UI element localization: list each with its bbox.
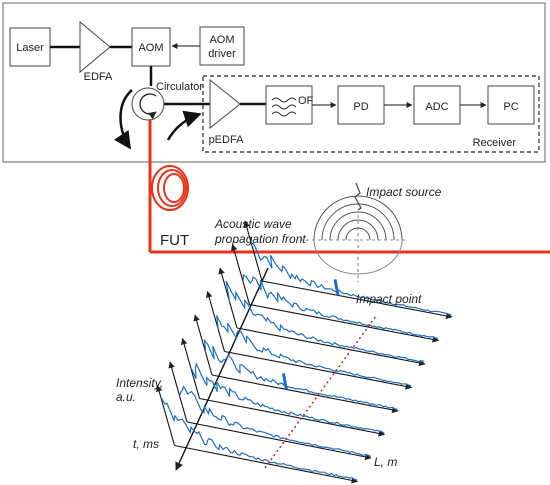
intensity-axis-6 (168, 361, 188, 423)
t-axis-line (175, 267, 269, 471)
impact-point-line (264, 315, 377, 469)
intensity-trace-1 (242, 273, 439, 340)
intensity-trace-6 (179, 385, 371, 457)
optical-filter-block: OF (265, 85, 314, 125)
length-axis-0 (261, 280, 453, 320)
lightning-icon (354, 182, 362, 211)
intensity-trace-7 (160, 397, 358, 481)
fut-label: FUT (160, 232, 189, 249)
impact-spike-4 (281, 373, 288, 390)
length-axis-6 (186, 421, 372, 461)
intensity-axis-3 (205, 290, 226, 352)
pc-label: PC (503, 101, 518, 113)
pd-block: PD (337, 85, 385, 125)
length-axis-7 (174, 444, 359, 484)
length-axis-3 (224, 350, 413, 390)
aom-label: AOM (138, 42, 163, 54)
adc-label: ADC (425, 101, 448, 113)
impact-point-label: Impact point (356, 292, 422, 306)
of-label: OF (298, 95, 314, 107)
intensity-trace-4 (203, 338, 398, 410)
pc-block: PC (487, 85, 535, 125)
acoustic-wave-front (300, 195, 408, 282)
circulator-return-arrow (166, 110, 202, 141)
intensity-label-1: Intensity, (116, 376, 163, 390)
intensity-trace-3 (216, 315, 412, 387)
t-axis-label: t, ms (133, 437, 159, 451)
aom-driver-label-1: AOM (209, 34, 234, 46)
receiver-label: Receiver (473, 137, 517, 149)
aom-driver-label-2: driver (208, 48, 236, 60)
setup-frame (2, 2, 546, 163)
intensity-trace-5 (190, 362, 385, 434)
adc-block: ADC (413, 85, 461, 125)
intensity-axis-1 (230, 243, 251, 305)
intensity-label-2: a.u. (116, 390, 136, 404)
laser-label: Laser (16, 42, 44, 54)
laser-block: Laser (9, 27, 51, 67)
intensity-axis-0 (243, 220, 263, 282)
circulator: Circulator (131, 81, 203, 121)
aom-block: AOM (131, 27, 171, 67)
aom-driver-block: AOM driver (199, 26, 245, 66)
length-axis-5 (199, 397, 386, 437)
waterfall-plot (155, 220, 453, 484)
impact-source: Impact source (354, 182, 442, 211)
length-axis-4 (211, 374, 399, 414)
intensity-axis-4 (193, 314, 213, 376)
circulator-rotation-arrow (139, 93, 157, 120)
pd-label: PD (353, 101, 368, 113)
filter-wave-icon (271, 97, 297, 117)
edfa-amplifier: EDFA (79, 20, 113, 83)
intensity-trace-0 (251, 242, 452, 316)
fiber-under-test (148, 120, 550, 254)
l-axis-label: L, m (374, 455, 397, 469)
circulator-out-arrow (113, 89, 133, 150)
circulator-label: Circulator (156, 81, 203, 93)
length-axis-1 (249, 303, 440, 343)
intensity-axis-7 (155, 384, 176, 446)
impact-spike-0 (333, 279, 340, 296)
receiver-frame (202, 75, 540, 153)
length-axis-2 (236, 327, 426, 367)
pedfa-label: pEDFA (209, 134, 245, 146)
impact-source-label: Impact source (366, 185, 442, 199)
edfa-label: EDFA (84, 71, 113, 83)
pedfa-amplifier: pEDFA (209, 78, 245, 146)
intensity-trace-2 (225, 280, 425, 363)
wave-front-label-2: propagation front (214, 232, 306, 246)
wave-front-label-1: Acoustic wave (214, 217, 292, 231)
